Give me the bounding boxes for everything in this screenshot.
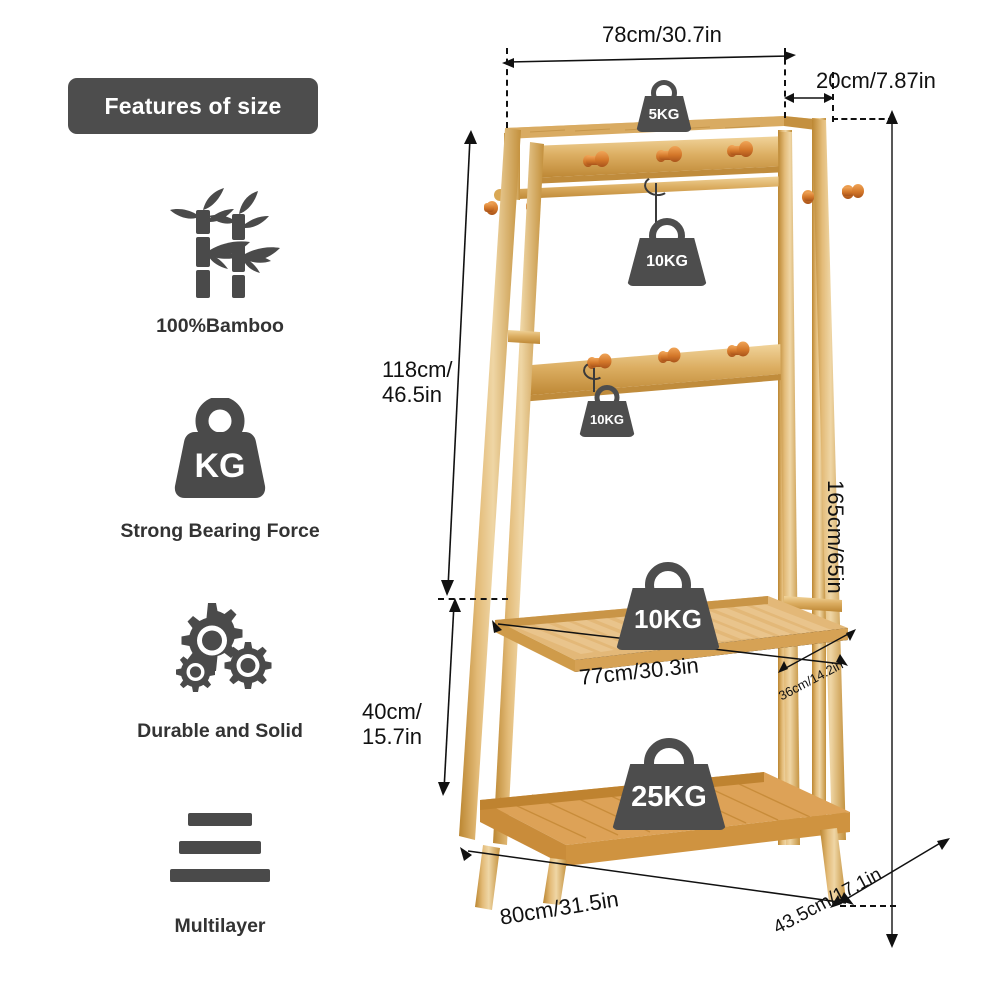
load-badge-middle-rail: 10KG <box>576 385 638 437</box>
load-badge-middle-shelf-label: 10KG <box>634 604 702 634</box>
dim-label-lower-height: 40cm/ 15.7in <box>362 699 422 749</box>
dim-guide-total-top <box>832 118 894 120</box>
weight-body: 10KG <box>616 588 720 650</box>
dim-lower-height-line1: 40cm/ <box>362 699 422 724</box>
dim-label-top-shelf-depth: 20cm/7.87in <box>816 68 936 93</box>
weight-body: 10KG <box>627 238 707 286</box>
dim-upper-height-line2: 46.5in <box>382 381 442 407</box>
load-badge-top-shelf-label: 5KG <box>648 105 680 123</box>
dim-label-top-shelf-width: 78cm/30.7in <box>602 22 722 47</box>
dim-guide-top-right <box>784 48 786 118</box>
gears-icon <box>60 590 380 710</box>
dim-upper-height-line1: 118cm/ <box>382 357 453 382</box>
load-badge-hanging-rail-label: 10KG <box>646 253 688 270</box>
feature-label-durable: Durable and Solid <box>137 720 303 742</box>
dim-label-upper-height: 118cm/ 46.5in <box>382 357 453 407</box>
feature-item-multilayer: Multilayer <box>60 785 380 938</box>
dim-guide-total-bottom <box>840 905 896 907</box>
hook-line-rail <box>655 183 657 225</box>
dim-guide-depth-right <box>832 72 834 122</box>
hook-line-middle <box>593 368 595 392</box>
features-title-badge: Features of size <box>68 78 318 134</box>
features-title: Features of size <box>104 92 282 119</box>
dim-arrow-upper-height <box>441 130 477 596</box>
dim-arrow-lower-height <box>438 598 461 796</box>
feature-item-bamboo: 100%Bamboo <box>60 185 380 338</box>
feature-label-bearing-force: Strong Bearing Force <box>120 520 320 542</box>
load-badge-bottom-shelf: 25KG <box>608 738 730 830</box>
dim-arrow-middle-depth <box>778 629 856 673</box>
weight-body: 10KG <box>579 401 635 437</box>
features-panel: Features of size <box>60 70 380 950</box>
load-badge-top-shelf: 5KG <box>632 80 696 132</box>
dim-label-total-height: 165cm/65in <box>823 480 848 594</box>
weight-body: 25KG <box>612 764 726 830</box>
dim-lower-height-line2: 15.7in <box>362 723 422 749</box>
feature-item-durable: Durable and Solid <box>60 590 380 743</box>
feature-label-multilayer: Multilayer <box>174 915 266 937</box>
feature-label-bamboo: 100%Bamboo <box>156 315 284 337</box>
product-illustration: 78cm/30.7in 20cm/7.87in 118cm/ 46.5in <box>362 0 1000 1000</box>
dim-guide-top-left <box>506 48 508 128</box>
load-badge-middle-rail-label: 10KG <box>590 411 624 427</box>
dim-arrow-top-width <box>502 51 796 68</box>
dim-arrow-top-depth <box>784 93 834 103</box>
layers-icon <box>60 785 380 905</box>
load-badge-bottom-shelf-label: 25KG <box>631 780 707 813</box>
kg-weight-icon: KG <box>60 390 380 510</box>
bamboo-icon <box>60 185 380 305</box>
dim-arrow-total-height <box>886 110 898 948</box>
dim-arrow-base-depth <box>830 838 950 908</box>
load-badge-middle-shelf: 10KG <box>612 562 724 650</box>
weight-body: 5KG <box>636 96 692 132</box>
feature-item-bearing-force: KG Strong Bearing Force <box>60 390 380 543</box>
svg-text:KG: KG <box>195 447 246 485</box>
load-badge-hanging-rail: 10KG <box>624 218 710 286</box>
dim-guide-upper-bottom <box>438 598 508 600</box>
